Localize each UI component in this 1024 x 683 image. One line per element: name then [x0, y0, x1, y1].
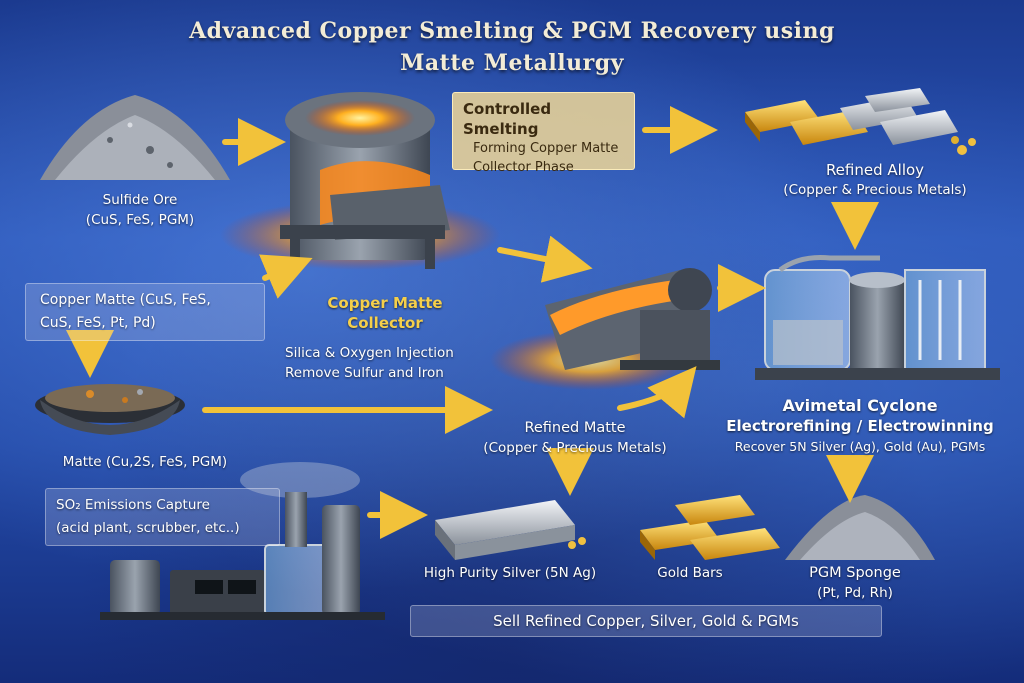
collector-title-line2: Collector: [347, 314, 423, 332]
silver-label: High Purity Silver (5N Ag): [423, 565, 597, 581]
collector-title-line1: Copper Matte: [327, 294, 443, 312]
refined-alloy-desc: (Copper & Precious Metals): [783, 182, 967, 198]
flow-arrows: [66, 106, 879, 539]
controlled-smelting-box: Controlled Smelting Forming Copper Matte…: [452, 92, 635, 175]
controlled-smelting-line1: Forming Copper Matte: [473, 141, 619, 156]
diagram-title-line2: Matte Metallurgy: [400, 50, 624, 76]
sell-banner: Sell Refined Copper, Silver, Gold & PGMs: [410, 605, 882, 637]
diagram-title-line1: Advanced Copper Smelting & PGM Recovery …: [189, 18, 835, 44]
pgm-sponge-desc: (Pt, Pd, Rh): [817, 585, 893, 601]
copper-matte-collector-label: Copper Matte Collector: [280, 293, 490, 333]
avimetal-subtitle: Electrorefining / Electrowinning: [726, 417, 994, 435]
sulfide-ore-formula: (CuS, FeS, PGM): [85, 212, 195, 228]
pgm-sponge-pile-icon: [785, 495, 935, 560]
refined-alloy-label: Refined Alloy (Copper & Precious Metals): [745, 160, 1005, 200]
so2-capture-line2: (acid plant, scrubber, etc..): [56, 520, 240, 536]
gold-bars-icon: [640, 495, 780, 560]
so2-capture-line1: SO₂ Emissions Capture: [56, 497, 210, 513]
refined-alloy-name: Refined Alloy: [825, 161, 925, 179]
converter-vessel-icon: [490, 268, 720, 390]
collector-steps: Silica & Oxygen Injection Remove Sulfur …: [275, 343, 525, 383]
matte-bowl-icon: [35, 384, 185, 435]
refined-matte-name: Refined Matte: [524, 420, 626, 436]
copper-matte-box-line2: CuS, FeS, Pt, Pd): [40, 315, 156, 331]
copper-matte-box: Copper Matte (CuS, FeS, CuS, FeS, Pt, Pd…: [25, 283, 265, 341]
gold-bars-label: Gold Bars: [657, 565, 723, 581]
pgm-sponge-name: PGM Sponge: [809, 565, 901, 581]
refined-alloy-bars-icon: [745, 88, 976, 155]
electrorefining-plant-icon: [755, 255, 1000, 380]
refined-matte-label: Refined Matte (Copper & Precious Metals): [450, 418, 700, 458]
controlled-smelting-line2: Collector Phase: [473, 160, 574, 175]
arrow-refined-to-converter: [617, 366, 697, 419]
avimetal-cyclone-label: Avimetal Cyclone Electrorefining / Elect…: [700, 395, 1020, 457]
collector-step2: Remove Sulfur and Iron: [285, 365, 444, 381]
avimetal-title: Avimetal Cyclone: [782, 396, 938, 415]
controlled-smelting-title: Controlled Smelting: [463, 100, 552, 138]
sulfide-ore-label: Sulfide Ore (CuS, FeS, PGM): [40, 190, 240, 230]
sulfide-ore-pile-icon: [40, 95, 230, 180]
avimetal-desc: Recover 5N Silver (Ag), Gold (Au), PGMs: [734, 439, 986, 454]
copper-matte-box-line1: Copper Matte (CuS, FeS,: [40, 292, 211, 308]
matte-label: Matte (Cu,2S, FeS, PGM): [62, 454, 228, 470]
arrow-furnace-to-converter: [497, 235, 593, 283]
sulfide-ore-name: Sulfide Ore: [102, 192, 178, 208]
so2-capture-plant-icon: [100, 462, 385, 620]
so2-capture-box: SO₂ Emissions Capture (acid plant, scrub…: [45, 488, 280, 546]
arrow-box-to-collector: [259, 254, 313, 299]
refined-matte-desc: (Copper & Precious Metals): [483, 440, 667, 456]
pgm-sponge-label: PGM Sponge (Pt, Pd, Rh): [765, 563, 945, 603]
silver-bar-icon: [435, 500, 586, 560]
smelting-furnace-icon: [220, 92, 500, 270]
collector-step1: Silica & Oxygen Injection: [285, 345, 454, 361]
